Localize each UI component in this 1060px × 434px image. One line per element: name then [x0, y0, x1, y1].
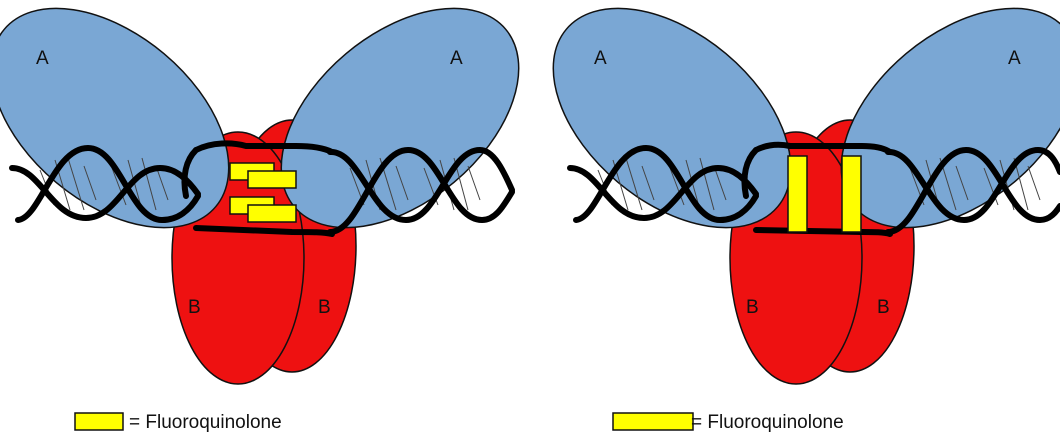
subunit-b-right-label: B	[877, 297, 890, 318]
legend: = Fluoroquinolone	[613, 412, 844, 433]
legend: = Fluoroquinolone	[75, 412, 282, 433]
legend-label: = Fluoroquinolone	[691, 412, 844, 433]
panel-left: A A B B = Fluoroquinolone	[0, 0, 560, 433]
panel-right: A A B B = Fluoroquinolone	[512, 0, 1060, 433]
subunit-b-left-label: B	[188, 297, 201, 318]
subunit-a-left-label: A	[36, 48, 49, 69]
subunit-b-left-label: B	[746, 297, 759, 318]
subunit-a-right-label: A	[450, 48, 463, 69]
subunit-a-right-label: A	[1008, 48, 1021, 69]
fluoroquinolone-molecule	[248, 205, 296, 222]
fluoroquinolone-molecule	[248, 171, 296, 188]
legend-swatch	[75, 413, 123, 430]
legend-swatch	[613, 413, 693, 430]
legend-label: = Fluoroquinolone	[129, 412, 282, 433]
subunit-a-left-label: A	[594, 48, 607, 69]
fluoroquinolone-molecule	[842, 156, 861, 232]
fluoroquinolone-molecule	[788, 156, 807, 232]
subunit-b-right-label: B	[318, 297, 331, 318]
